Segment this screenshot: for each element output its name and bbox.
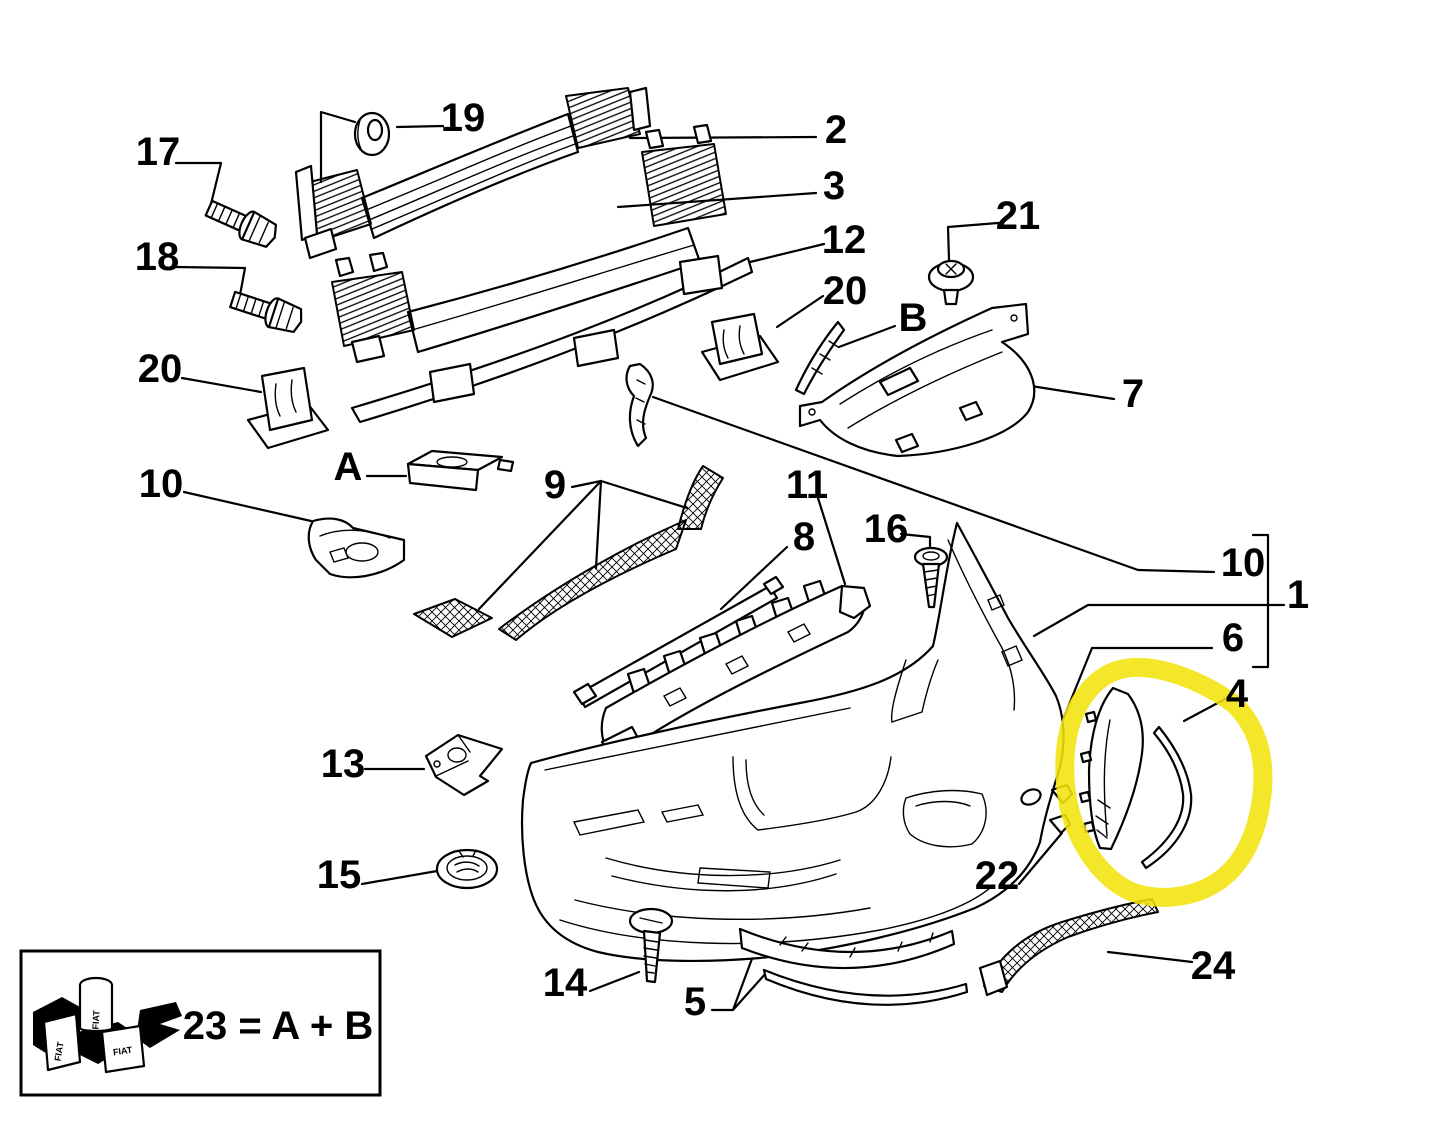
part-24-grille <box>978 898 1159 997</box>
part-B-blade <box>794 320 846 396</box>
callout-label-7: 7 <box>1122 372 1144 416</box>
part-3-crossmember <box>331 123 727 364</box>
leader-5 <box>710 954 755 1012</box>
callout-label-8: 8 <box>793 515 815 559</box>
callout-label-14: 14 <box>543 961 588 1005</box>
callout-label-13: 13 <box>321 742 366 786</box>
part-6-molding <box>1078 686 1144 851</box>
leader-9-1 <box>594 479 603 570</box>
part-20-left-bracket <box>246 366 330 450</box>
part-A-cover <box>406 449 515 492</box>
leader-B <box>837 324 897 349</box>
leader-24 <box>1106 950 1194 964</box>
leader-14 <box>588 970 641 993</box>
fiat-label-2: FIAT <box>91 1009 102 1029</box>
leader-16 <box>899 532 932 551</box>
leader-20l <box>180 376 263 394</box>
leader-20r <box>775 294 825 329</box>
callout-label-9: 9 <box>544 463 566 507</box>
leader-17 <box>174 161 223 206</box>
callout-label-2: 2 <box>825 108 847 152</box>
part-14-screw <box>628 907 674 984</box>
leader-19 <box>395 124 445 129</box>
callout-label-6: 6 <box>1222 616 1244 660</box>
callout-label-11: 11 <box>786 463 828 507</box>
leader-1 <box>1032 603 1286 638</box>
leader-7 <box>1029 384 1116 401</box>
legend-box: FIAT FIAT FIAT 23 = A + B <box>19 949 382 1097</box>
part-21-clip <box>927 259 975 306</box>
leader-5-1 <box>731 971 768 1012</box>
fiat-label-3: FIAT <box>112 1045 133 1058</box>
leader-10r <box>651 395 1216 574</box>
leader-12 <box>748 242 826 264</box>
callout-label-24: 24 <box>1191 944 1236 988</box>
highlight-ring <box>1055 657 1273 907</box>
part-13-bracket <box>424 733 504 797</box>
part-7-shield <box>798 302 1036 458</box>
part-4-strip <box>1140 725 1193 870</box>
legend-formula: 23 = A + B <box>183 1004 373 1048</box>
part-19-washer <box>353 111 391 157</box>
callout-label-4: 4 <box>1226 672 1249 716</box>
part-18-bolt <box>229 290 303 334</box>
group-bracket <box>1251 533 1270 669</box>
part-20-right-bracket <box>700 312 780 382</box>
callout-label-12: 12 <box>822 218 867 262</box>
callout-label-21: 21 <box>996 194 1041 238</box>
callout-label-22: 22 <box>975 854 1020 898</box>
callout-label-16: 16 <box>864 507 909 551</box>
callout-label-10r: 10 <box>1221 541 1266 585</box>
callout-label-18: 18 <box>135 235 180 279</box>
part-15-cap <box>435 848 499 890</box>
callout-label-B: B <box>899 296 928 340</box>
callout-label-3: 3 <box>823 164 845 208</box>
leader-11 <box>816 496 847 586</box>
callout-label-15: 15 <box>317 853 362 897</box>
part-9-grilles <box>413 465 724 641</box>
part-10-right-bracket <box>625 362 654 448</box>
fiat-kit-icon: FIAT FIAT FIAT <box>33 976 182 1074</box>
callout-label-A: A <box>334 445 363 489</box>
callout-label-1: 1 <box>1287 573 1309 617</box>
part-12-strip <box>350 254 754 424</box>
fiat-label-1: FIAT <box>52 1041 65 1062</box>
callout-label-20l: 20 <box>138 347 183 391</box>
callout-label-20r: 20 <box>823 269 868 313</box>
part-10-left-bracket <box>307 517 406 579</box>
leader-8 <box>719 545 789 611</box>
part-2-crossmember <box>294 86 652 260</box>
part-17-bolt <box>204 199 278 248</box>
leader-18 <box>173 265 247 297</box>
callout-label-10l: 10 <box>139 462 184 506</box>
callout-label-19: 19 <box>441 96 486 140</box>
leader-10l <box>182 490 313 523</box>
part-16-screw <box>913 546 949 609</box>
leader-19-1 <box>319 110 357 184</box>
part-5-strips <box>738 927 969 1006</box>
leader-22 <box>1017 831 1064 886</box>
part-6-fastener <box>1020 788 1042 806</box>
leader-21 <box>946 221 1000 262</box>
leader-15 <box>360 869 439 886</box>
leader-9-2 <box>599 479 689 510</box>
parts-layer <box>204 86 1270 1006</box>
callout-label-17: 17 <box>136 130 181 174</box>
callout-label-5: 5 <box>684 980 706 1024</box>
